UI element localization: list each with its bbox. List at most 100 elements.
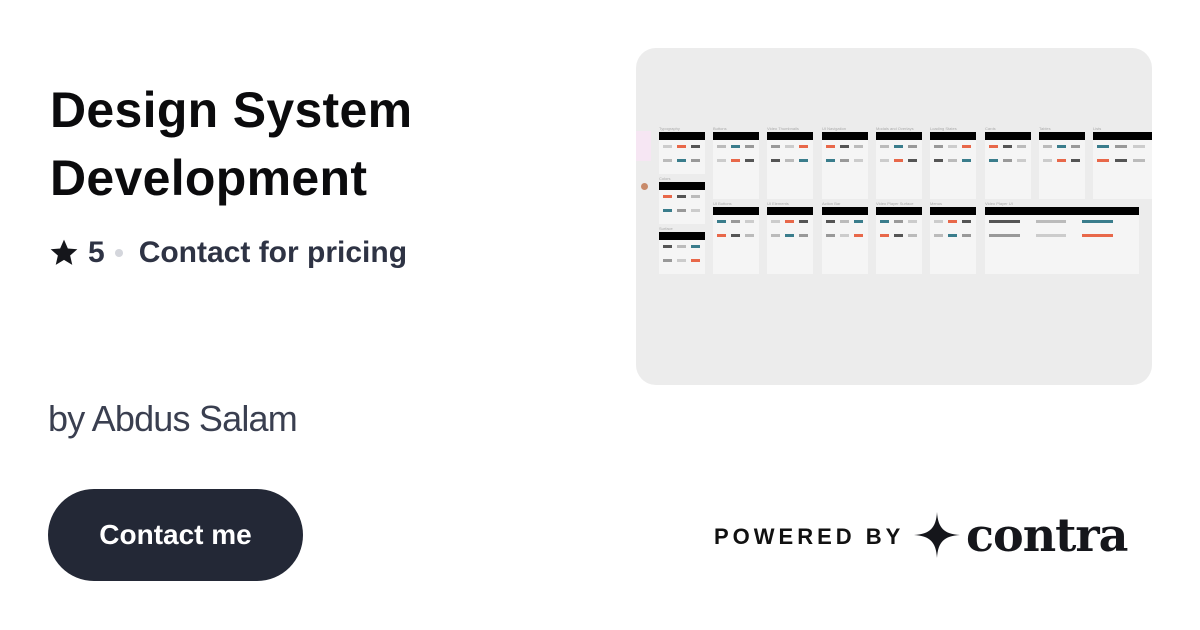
preview-element (880, 159, 890, 162)
preview-frame (930, 132, 976, 199)
preview-frame (1093, 132, 1152, 199)
preview-frame (985, 132, 1031, 199)
preview-element (1016, 159, 1027, 162)
preview-element (826, 145, 836, 148)
preview-frame (876, 132, 922, 199)
powered-by-label: POWERED BY (714, 524, 905, 549)
preview-element (798, 220, 809, 223)
preview-frame-label: Lists (1093, 126, 1102, 131)
preview-element (989, 234, 1020, 237)
preview-element (853, 220, 864, 223)
preview-element (893, 159, 904, 162)
frame-header-bar (767, 132, 813, 140)
preview-element (744, 220, 755, 223)
frame-header-bar (930, 132, 976, 140)
frame-header-bar (659, 182, 705, 190)
preview-frame (767, 207, 813, 274)
preview-element (717, 159, 727, 162)
preview-element (1056, 159, 1067, 162)
preview-frame-label: Surface (659, 226, 673, 231)
preview-element (947, 220, 958, 223)
preview-element (1070, 145, 1081, 148)
preview-element (798, 145, 809, 148)
preview-element (690, 159, 701, 162)
preview-frame-label: UI Buttons (713, 201, 732, 206)
preview-element (989, 145, 999, 148)
preview-element (893, 145, 904, 148)
preview-frame (713, 132, 759, 199)
contact-me-button[interactable]: Contact me (48, 489, 303, 581)
preview-element (989, 159, 999, 162)
preview-element (947, 145, 958, 148)
preview-element (826, 234, 836, 237)
preview-frame-label: Cards (985, 126, 996, 131)
preview-frame (930, 207, 976, 274)
preview-element (853, 145, 864, 148)
preview-element (663, 195, 673, 198)
preview-element (771, 234, 781, 237)
preview-element (663, 159, 673, 162)
preview-frame (985, 207, 1139, 274)
preview-element (880, 145, 890, 148)
preview-element (771, 145, 781, 148)
preview-frame-label: UI Navigation (822, 126, 847, 131)
preview-element (839, 220, 850, 223)
preview-element (717, 145, 727, 148)
frame-header-bar (1093, 132, 1152, 140)
preview-element (907, 220, 918, 223)
preview-frame (659, 232, 705, 274)
preview-element (676, 209, 687, 212)
frame-header-bar (767, 207, 813, 215)
preview-element (893, 220, 904, 223)
preview-element (1043, 145, 1053, 148)
frame-header-bar (822, 207, 868, 215)
frame-header-bar (659, 232, 705, 240)
preview-element (730, 159, 741, 162)
preview-element (934, 220, 944, 223)
preview-element (907, 159, 918, 162)
preview-element (1115, 145, 1128, 148)
frame-header-bar (822, 132, 868, 140)
preview-element (1002, 159, 1013, 162)
preview-element (690, 195, 701, 198)
preview-element (839, 159, 850, 162)
project-title: Design System Development (50, 82, 413, 206)
preview-element (676, 245, 687, 248)
preview-element (676, 145, 687, 148)
preview-frame (1039, 132, 1085, 199)
pricing-text: Contact for pricing (138, 236, 408, 269)
star-icon (50, 239, 78, 265)
preview-element (1097, 145, 1109, 148)
preview-frame (659, 182, 705, 224)
preview-element (1133, 159, 1146, 162)
preview-frame (876, 207, 922, 274)
preview-element (853, 234, 864, 237)
preview-element (907, 145, 918, 148)
rating-value: 5 (88, 236, 105, 269)
preview-avatar (641, 183, 648, 190)
preview-element (1082, 220, 1114, 223)
preview-element (730, 220, 741, 223)
frame-header-bar (713, 207, 759, 215)
author-name[interactable]: by Abdus Salam (48, 398, 298, 439)
preview-frame (767, 132, 813, 199)
preview-element (826, 159, 836, 162)
frame-header-bar (930, 207, 976, 215)
preview-element (636, 131, 651, 161)
contra-logo[interactable]: contra (914, 512, 1128, 558)
frame-header-bar (713, 132, 759, 140)
preview-frame-label: Video Player UI (985, 201, 1013, 206)
preview-element (717, 234, 727, 237)
preview-element (663, 259, 673, 262)
project-meta: 5 Contact for pricing (48, 236, 407, 270)
preview-element (880, 234, 890, 237)
preview-element (893, 234, 904, 237)
preview-element (676, 195, 687, 198)
preview-element (730, 234, 741, 237)
frame-header-bar (876, 132, 922, 140)
preview-frame-label: Buttons (713, 126, 727, 131)
frame-header-bar (876, 207, 922, 215)
preview-frame-label: Typography (659, 126, 680, 131)
preview-element (934, 145, 944, 148)
